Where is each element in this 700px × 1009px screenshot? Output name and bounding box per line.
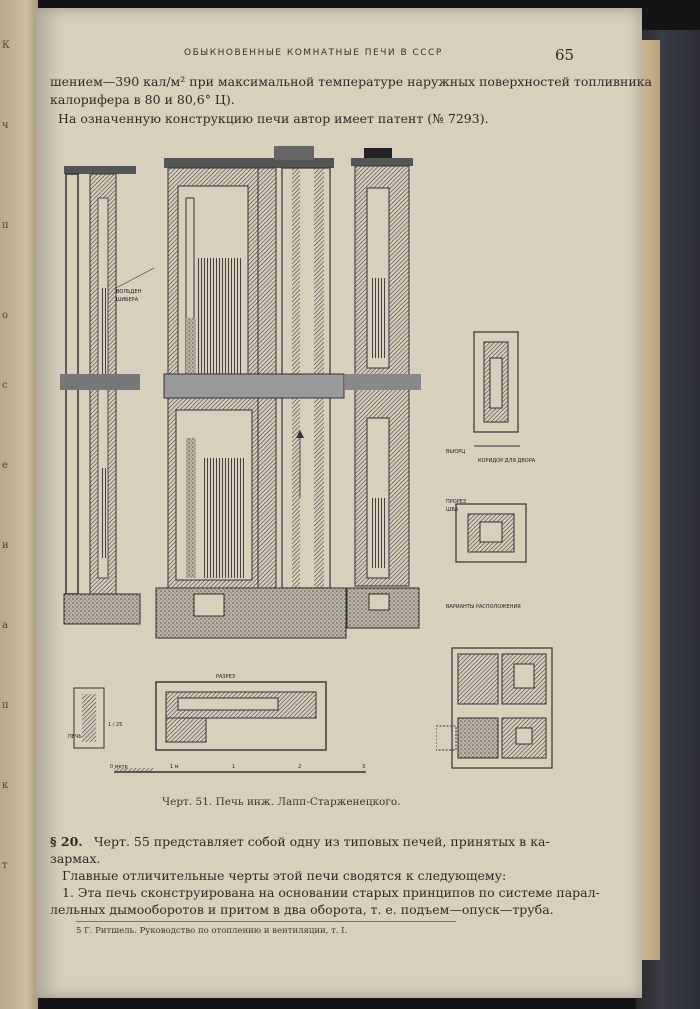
section-main — [155, 146, 347, 639]
book-page: ОБЫКНОВЕННЫЕ КОМНАТНЫЕ ПЕЧИ В СССР 65 ше… — [36, 8, 652, 998]
label-2: ШИБЕРА — [116, 297, 139, 303]
left-margin-glyph: о — [2, 310, 9, 321]
bottom-plan: 1 / 25 РАЗРЕЗ 0 метр 1 м 1 2 3 — [73, 674, 366, 773]
left-margin-glyph: к — [2, 780, 9, 791]
section-mark: § 20. — [50, 834, 83, 849]
left-margin-glyph: К — [2, 40, 10, 51]
left-page-margin: К ч п о с е и а п к т — [0, 0, 38, 1009]
left-margin-glyph: а — [2, 620, 8, 631]
section-right — [364, 148, 392, 158]
scale-2: 2 — [298, 764, 301, 770]
body-line: калорифера в 80 и 80,6° Ц). — [50, 92, 235, 107]
label-variants: ВАРИАНТЫ РАСПОЛОЖЕНИЯ — [446, 604, 521, 610]
body-line: зармах. — [50, 851, 101, 866]
stove-section-right — [345, 158, 421, 629]
label-section: РАЗРЕЗ — [216, 674, 235, 680]
section-left — [60, 166, 155, 625]
label-corridor: КОРИДОР ДЛЯ ДВОРА — [478, 458, 536, 464]
label-side-scale: 1 / 25 — [108, 722, 122, 728]
scale-label: 1 м — [170, 764, 179, 770]
page-block-edge — [640, 40, 660, 960]
left-margin-glyph: п — [2, 700, 9, 711]
left-margin-glyph: п — [2, 220, 9, 231]
page-number: 65 — [555, 46, 575, 64]
footnote: 5 Г. Ритшель. Руководство по отоплению и… — [76, 926, 348, 936]
label-3: ВЬЮРЦ — [446, 449, 465, 455]
left-margin-glyph: ч — [2, 120, 9, 131]
plan-diagrams: КОРИДОР ДЛЯ ДВОРА ВАРИАНТЫ РАСПОЛОЖЕНИЯ — [436, 331, 553, 769]
label-6: ШВА — [446, 507, 459, 513]
body-line: Черт. 55 представляет собой одну из типо… — [94, 834, 550, 849]
label-5: ПРОРЕЗ — [446, 499, 466, 505]
body-line: Главные отличительные черты этой печи св… — [62, 868, 507, 883]
body-line: 1. Эта печь сконструирована на основании… — [62, 885, 600, 900]
label-1: ВОЛЬДЕН — [116, 289, 142, 295]
figure-caption: Черт. 51. Печь инж. Лапп-Старженецкого. — [162, 796, 401, 808]
stove-drawing — [60, 146, 392, 639]
left-margin-glyph: с — [2, 380, 8, 391]
left-margin-glyph: т — [2, 860, 8, 871]
scale-3: 3 — [362, 764, 365, 770]
running-head: ОБЫКНОВЕННЫЕ КОМНАТНЫЕ ПЕЧИ В СССР — [184, 48, 443, 58]
left-margin-glyph: и — [2, 540, 9, 551]
scale-1: 1 — [232, 764, 235, 770]
scale-start: 0 метр — [110, 764, 128, 770]
figure-labels: ВОЛЬДЕН ШИБЕРА ВЬЮРЦ ПРОРЕЗ ШВА ПЕЧЬ — [68, 289, 466, 740]
body-line: шением—390 кал/м² при максимальной темпе… — [50, 74, 652, 89]
left-margin-glyph: е — [2, 460, 8, 471]
label-9: ПЕЧЬ — [68, 734, 82, 740]
footnote-rule — [76, 921, 456, 922]
body-line: На означенную конструкцию печи автор име… — [58, 111, 489, 126]
body-line: лельных дымооборотов и притом в два обор… — [50, 902, 554, 917]
